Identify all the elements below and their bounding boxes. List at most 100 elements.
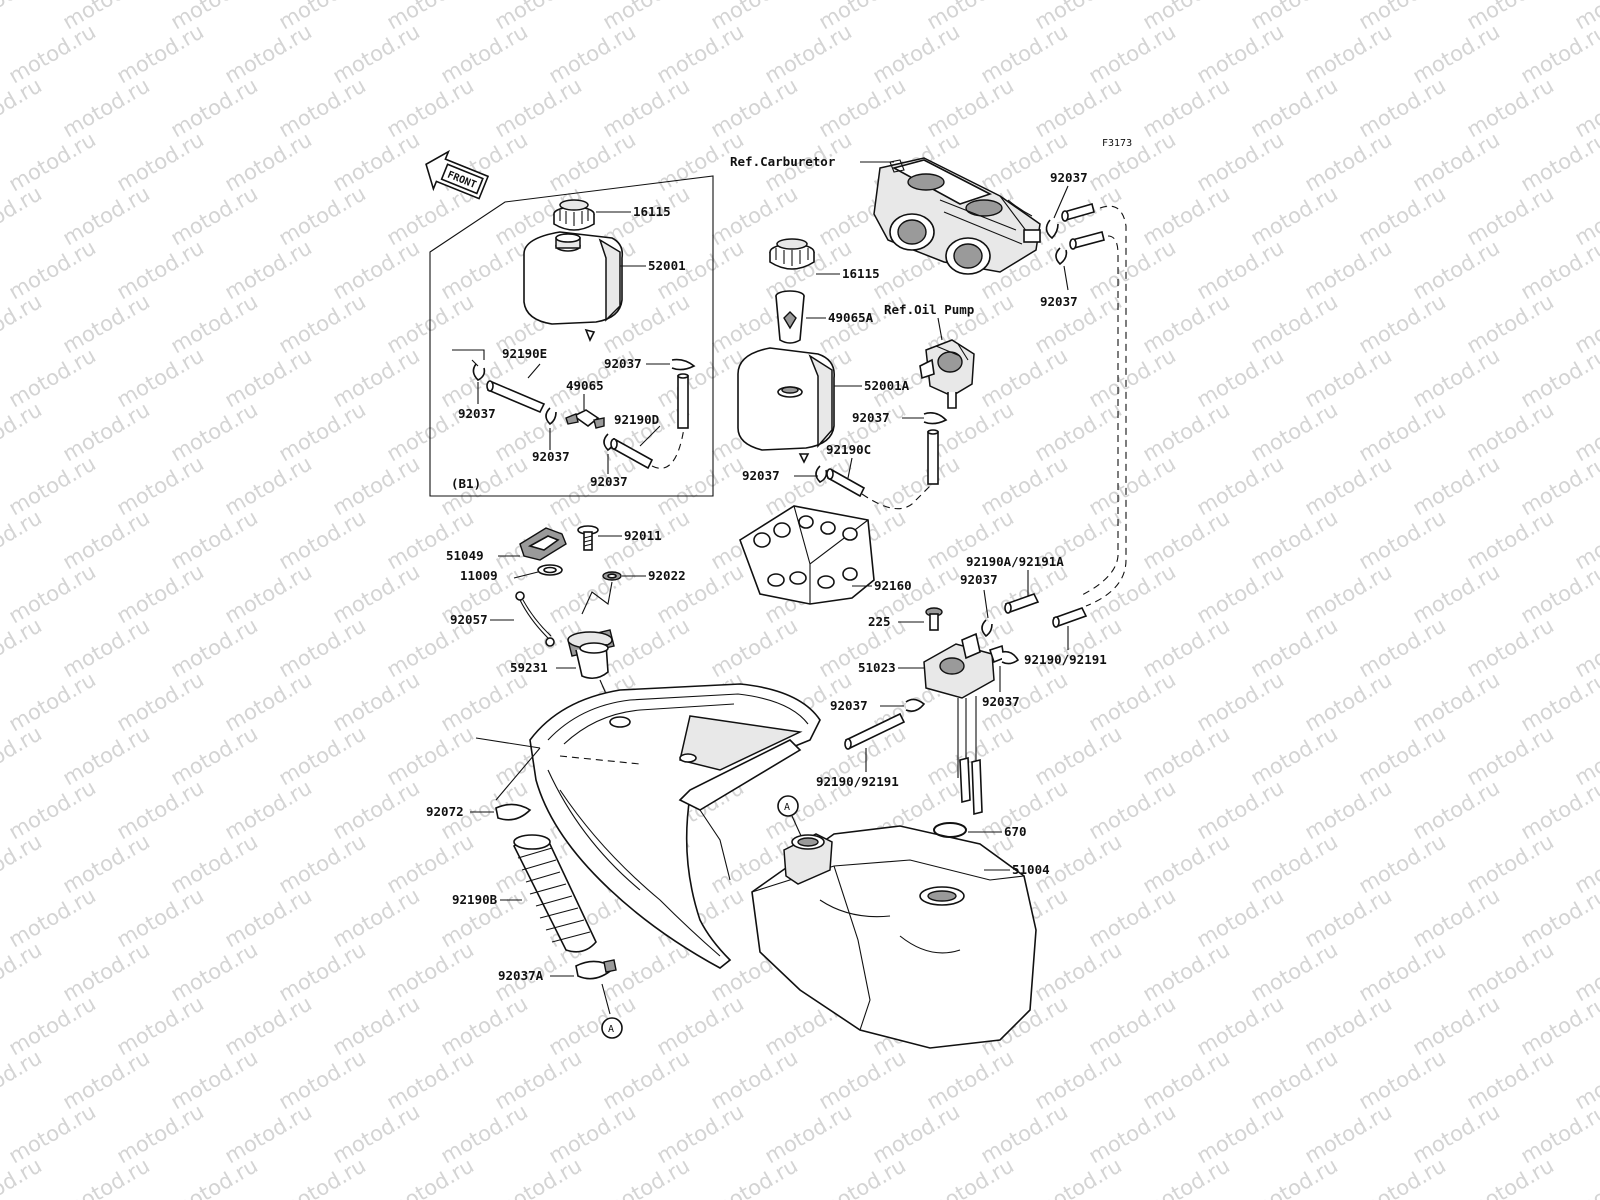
oil-tank-cap-right	[769, 238, 815, 270]
hull-body	[529, 683, 821, 969]
watermark-text: motod.ru	[1193, 343, 1288, 412]
oil-tank-52001	[523, 231, 624, 342]
clamp-b1-top	[671, 358, 696, 371]
watermark-text: motod.ru	[1247, 73, 1342, 142]
watermark-text: motod.ru	[1517, 559, 1600, 628]
watermark-text: motod.ru	[113, 1099, 208, 1168]
callout-92037-pump: 92037	[852, 410, 890, 425]
clamp-92037A	[575, 959, 617, 980]
watermark-text: motod.ru	[1517, 451, 1600, 520]
watermark-text: motod.ru	[1463, 613, 1558, 682]
watermark-text: motod.ru	[1139, 829, 1234, 898]
watermark-text: motod.ru	[167, 1153, 262, 1200]
screw-225	[925, 607, 943, 631]
watermark-text: motod.ru	[1571, 1153, 1600, 1200]
watermark-text: motod.ru	[1409, 883, 1504, 952]
watermark-text: motod.ru	[0, 613, 46, 682]
watermark-text: motod.ru	[1463, 397, 1558, 466]
watermark-text: motod.ru	[59, 73, 154, 142]
watermark-text: motod.ru	[707, 613, 802, 682]
watermark-text: motod.ru	[113, 451, 208, 520]
watermark-text: motod.ru	[1247, 505, 1342, 574]
watermark-text: motod.ru	[977, 451, 1072, 520]
watermark-text: motod.ru	[1517, 127, 1600, 196]
callout-59231: 59231	[510, 660, 548, 675]
watermark-text: motod.ru	[113, 883, 208, 952]
carburetor-assembly	[873, 157, 1041, 275]
watermark-text: motod.ru	[275, 937, 370, 1006]
callout-92072: 92072	[426, 804, 464, 819]
watermark-text: motod.ru	[1355, 289, 1450, 358]
watermark-text: motod.ru	[383, 73, 478, 142]
watermark-text: motod.ru	[869, 451, 964, 520]
callout-92190D: 92190D	[614, 412, 659, 427]
watermark-text: motod.ru	[113, 19, 208, 88]
watermark-text: motod.ru	[599, 613, 694, 682]
callout-16115: 16115	[633, 204, 671, 219]
watermark-text: motod.ru	[1517, 775, 1600, 844]
watermark-text: motod.ru	[1247, 937, 1342, 1006]
oil-tank-tray-92160	[739, 505, 875, 605]
watermark-text: motod.ru	[1301, 343, 1396, 412]
clamp-valve-top	[981, 619, 993, 638]
watermark-text: motod.ru	[1463, 1153, 1558, 1200]
callout-92190A-92191A: 92190A/92191A	[966, 554, 1064, 569]
watermark-text: motod.ru	[1139, 73, 1234, 142]
watermark-text: motod.ru	[275, 289, 370, 358]
watermark-text: motod.ru	[761, 1099, 856, 1168]
watermark-text: motod.ru	[923, 1045, 1018, 1114]
hose-carb-lower	[1069, 231, 1105, 250]
callout-92037-b1-mid: 92037	[532, 449, 570, 464]
hose-92190D	[610, 438, 654, 470]
hose-92190E	[486, 380, 546, 414]
watermark-text: motod.ru	[5, 451, 100, 520]
watermark-text: motod.ru	[221, 451, 316, 520]
watermark-text: motod.ru	[491, 1153, 586, 1200]
watermark-text: motod.ru	[1085, 775, 1180, 844]
callout-51049: 51049	[446, 548, 484, 563]
watermark-text: motod.ru	[0, 397, 46, 466]
fuel-cap-51049	[519, 527, 567, 561]
watermark-text: motod.ru	[275, 613, 370, 682]
watermark-text: motod.ru	[329, 883, 424, 952]
watermark-text: motod.ru	[5, 991, 100, 1060]
watermark-text: motod.ru	[59, 613, 154, 682]
watermark-text: motod.ru	[1139, 1153, 1234, 1200]
watermark-text: motod.ru	[1301, 1099, 1396, 1168]
watermark-text: motod.ru	[329, 343, 424, 412]
watermark-text: motod.ru	[1139, 613, 1234, 682]
watermark-text: motod.ru	[1085, 1099, 1180, 1168]
watermark-text: motod.ru	[1085, 19, 1180, 88]
watermark-text: motod.ru	[0, 829, 46, 898]
watermark-text: motod.ru	[1517, 235, 1600, 304]
watermark-text: motod.ru	[1193, 667, 1288, 736]
callout-ref-oil-pump: Ref.Oil Pump	[884, 302, 974, 317]
hose-92190-right	[1052, 607, 1088, 628]
callout-52001: 52001	[648, 258, 686, 273]
watermark-text: motod.ru	[1139, 937, 1234, 1006]
watermark-text: motod.ru	[869, 1099, 964, 1168]
oil-tank-cap-b1	[553, 199, 595, 231]
watermark-text: motod.ru	[59, 721, 154, 790]
watermark-text: motod.ru	[1409, 667, 1504, 736]
watermark-text: motod.ru	[1517, 883, 1600, 952]
clamp-92072	[495, 803, 532, 821]
watermark-text: motod.ru	[1517, 19, 1600, 88]
watermark-text: motod.ru	[923, 1153, 1018, 1200]
watermark-text: motod.ru	[1139, 181, 1234, 250]
callout-92190C: 92190C	[826, 442, 871, 457]
clamp-valve-left	[905, 698, 926, 712]
watermark-text: motod.ru	[113, 235, 208, 304]
watermark-text: motod.ru	[437, 667, 532, 736]
watermark-text: motod.ru	[491, 73, 586, 142]
watermark-text: motod.ru	[707, 1045, 802, 1114]
watermark-text: motod.ru	[437, 991, 532, 1060]
watermark-text: motod.ru	[815, 1045, 910, 1114]
watermark-text: motod.ru	[1301, 775, 1396, 844]
pipe-b1	[677, 373, 689, 429]
watermark-text: motod.ru	[167, 613, 262, 682]
watermark-text: motod.ru	[5, 883, 100, 952]
watermark-text: motod.ru	[1517, 667, 1600, 736]
watermark-text: motod.ru	[1085, 235, 1180, 304]
watermark-text: motod.ru	[1409, 775, 1504, 844]
